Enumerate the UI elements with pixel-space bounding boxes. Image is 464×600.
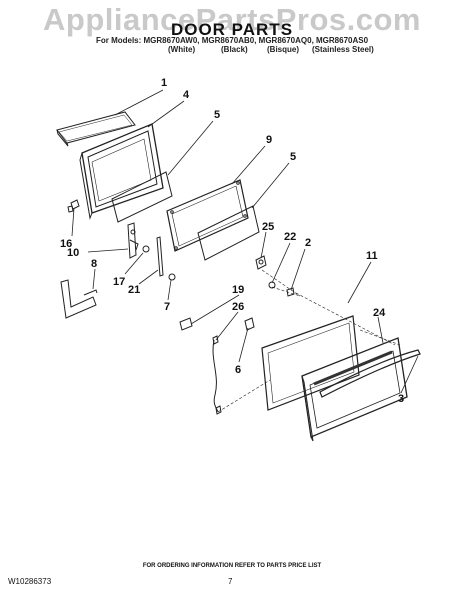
callout-3: 3 xyxy=(398,393,404,405)
models-line: For Models: MGR8670AW0, MGR8670AB0, MGR8… xyxy=(95,36,369,45)
cap-19-part xyxy=(179,317,193,331)
callout-4: 4 xyxy=(183,89,190,101)
callout-6: 6 xyxy=(235,364,241,376)
variant-bisque: (Bisque) xyxy=(267,45,299,54)
callout-1: 1 xyxy=(161,77,167,89)
callout-11: 11 xyxy=(366,250,378,262)
door-frame-part xyxy=(79,123,164,220)
callout-19: 19 xyxy=(232,284,244,296)
callout-21: 21 xyxy=(128,284,140,296)
variant-stainless: (Stainless Steel) xyxy=(312,45,374,54)
ordering-info: FOR ORDERING INFORMATION REFER TO PARTS … xyxy=(142,563,322,569)
callout-5-inner: 5 xyxy=(214,109,220,121)
bracket-part xyxy=(60,279,98,319)
inner-glass-part xyxy=(111,171,173,223)
door-panel-part xyxy=(261,315,360,411)
leader-lines xyxy=(71,89,419,394)
watermark: AppliancePartsPros.com xyxy=(43,2,421,37)
screw-part xyxy=(67,199,80,213)
assembly-lines xyxy=(217,269,401,413)
rod-part xyxy=(156,236,164,277)
callout-25: 25 xyxy=(262,221,274,233)
outer-glass-part xyxy=(197,205,260,261)
door-gasket-part xyxy=(56,111,136,147)
glass-pack-part xyxy=(166,179,249,252)
callout-9: 9 xyxy=(266,134,272,146)
callout-17: 17 xyxy=(113,276,125,288)
screw-2-part xyxy=(286,287,295,297)
variant-black: (Black) xyxy=(221,45,248,54)
callout-26: 26 xyxy=(232,301,244,313)
page-title: DOOR PARTS xyxy=(170,20,294,39)
hinge-screw-part xyxy=(142,245,150,253)
screw-22-part xyxy=(268,281,276,289)
callout-8: 8 xyxy=(91,258,97,270)
callout-16: 16 xyxy=(60,238,72,250)
wire-harness-part xyxy=(212,335,222,415)
hinge-part xyxy=(127,222,139,259)
clip-6-part xyxy=(244,317,255,331)
page-number: 7 xyxy=(228,577,233,586)
callout-5-outer: 5 xyxy=(290,151,296,163)
screw-7-part xyxy=(168,273,176,281)
document-number: W10286373 xyxy=(8,577,52,586)
callout-24: 24 xyxy=(373,307,386,319)
callout-22: 22 xyxy=(284,231,296,243)
variant-white: (White) xyxy=(168,45,196,54)
outer-door-part xyxy=(301,337,408,442)
callout-7: 7 xyxy=(164,301,170,313)
callout-10: 10 xyxy=(67,247,79,259)
callout-2: 2 xyxy=(305,237,311,249)
door-handle-part xyxy=(319,349,421,398)
